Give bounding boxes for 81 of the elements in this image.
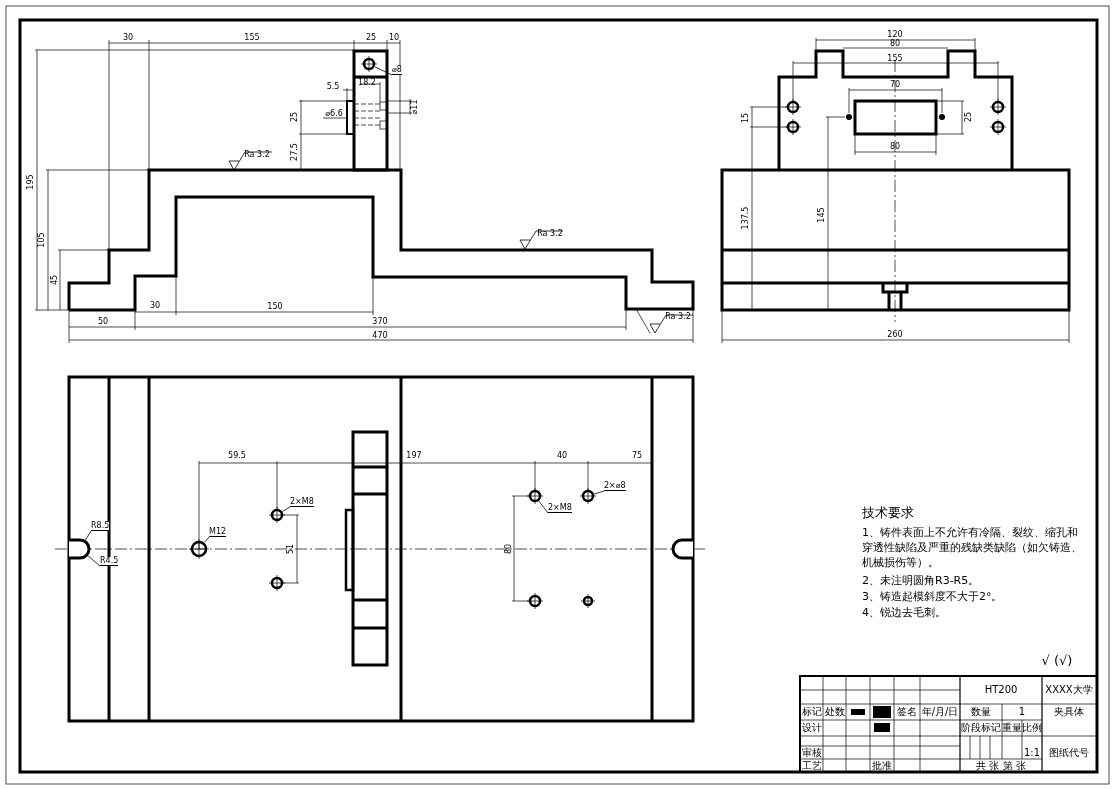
dimension-text: 145 [818,207,826,223]
dimension-text: 59.5 [228,452,246,460]
callout-text: M12 [209,528,227,537]
leader-line [87,555,101,567]
leader-line [282,506,291,512]
table-cell-text: XXXX大学 [1045,685,1093,695]
dimension-text: 18.2 [358,79,376,87]
bolt-hole [579,487,597,505]
leader-line [374,66,393,76]
table-cell-text: 重量 [1002,723,1022,733]
dimension-text: 120 [887,31,903,39]
dimension-text: 137.5 [742,206,750,230]
table-cell-text: 夹具体 [1054,707,1084,717]
table-cell-text: 签名 [897,707,917,717]
table-cell-text: 年/月/日 [921,707,959,717]
table-cell-text: 图纸代号 [1049,747,1089,758]
dimension-text: 25 [965,111,973,123]
bolt-hole [526,487,544,505]
table-cell-text: 工艺 [801,760,822,771]
table-cell-text: 标记 [801,707,822,717]
dimension-text: 260 [887,331,903,339]
dimension-text: 25 [291,111,299,123]
note-text: 2、未注明圆角R3-R5。 [862,574,981,589]
dimension-text: 370 [372,318,388,326]
dimension-text: 30 [122,34,134,42]
callout-text: R8.5 [91,522,110,531]
dimension-text: 150 [267,303,283,311]
surface-finish-symbol: √ (√) [1041,653,1073,667]
callout-text: R4.5 [100,557,119,566]
table-cell-text: 1:1 [1023,747,1041,758]
dimension-text: 5.5 [326,83,340,91]
dimension-text: 80 [889,143,901,151]
dimension-text: 27.5 [291,143,299,161]
callout-text: 2×M8 [290,498,314,507]
table-cell-text: 数量 [971,707,991,717]
table-cell-text: 审核 [801,747,822,758]
dimension-text: 10 [388,34,400,42]
dimension-text: ⌀6.6 [325,110,343,118]
dimension-text: 470 [372,332,388,340]
callout-text: 2×M8 [548,504,572,513]
table-cell-text: 设计 [801,723,822,733]
dimension-text: 30 [149,302,161,310]
dimension-text: Ra 3.2 [665,313,691,321]
dimension-text: ⌀11 [411,99,419,115]
leader-line [593,490,605,495]
callout-text: 2×⌀8 [604,482,626,491]
table-cell-text: 1 [1018,707,1026,717]
leader-line [85,530,92,541]
dimension-text: 45 [51,274,59,286]
heading: 技术要求 [862,505,914,519]
dimension-text: 70 [889,81,901,89]
dimension-text: 51 [287,543,295,555]
dimension-text: 25 [365,34,377,42]
dimension-text: Ra 3.2 [244,151,270,159]
dimension-text: 195 [27,174,35,190]
table-cell-text: 批准 [872,760,892,771]
bolt-hole [268,506,286,524]
note-text: 4、锐边去毛刺。 [862,606,947,621]
u-slot [67,538,91,560]
dimension-text: 75 [631,452,643,460]
dimension-text: Ra 3.2 [537,230,563,238]
dimension-text: 50 [97,318,109,326]
dimension-text: 105 [38,232,46,248]
table-cell-text: 共 张 第 张 [976,760,1026,771]
dimension-text: 155 [887,55,903,63]
dimension-text: 80 [505,543,513,555]
dimension-text: 40 [556,452,568,460]
dimension-text: 197 [406,452,422,460]
leader-line [538,500,549,514]
table-cell-text: HT200 [984,685,1018,695]
callout-text: ⌀8 [392,66,402,75]
dimension-text: 155 [244,34,260,42]
leader-line [204,536,210,543]
dimension-text: 80 [889,40,901,48]
note-text: 1、铸件表面上不允许有冷隔、裂纹、缩孔和穿透性缺陷及严重的残缺类缺陷（如欠铸造、机械损伤等）。 [862,526,1083,571]
note-text: 3、铸造起模斜度不大于2°。 [862,590,1004,605]
bolt-hole [360,55,378,73]
bolt-hole [188,538,210,560]
table-cell-text: 阶段标记 [961,723,1001,733]
dimension-text: 15 [742,112,750,124]
table-cell-text: 处数 [824,707,845,717]
